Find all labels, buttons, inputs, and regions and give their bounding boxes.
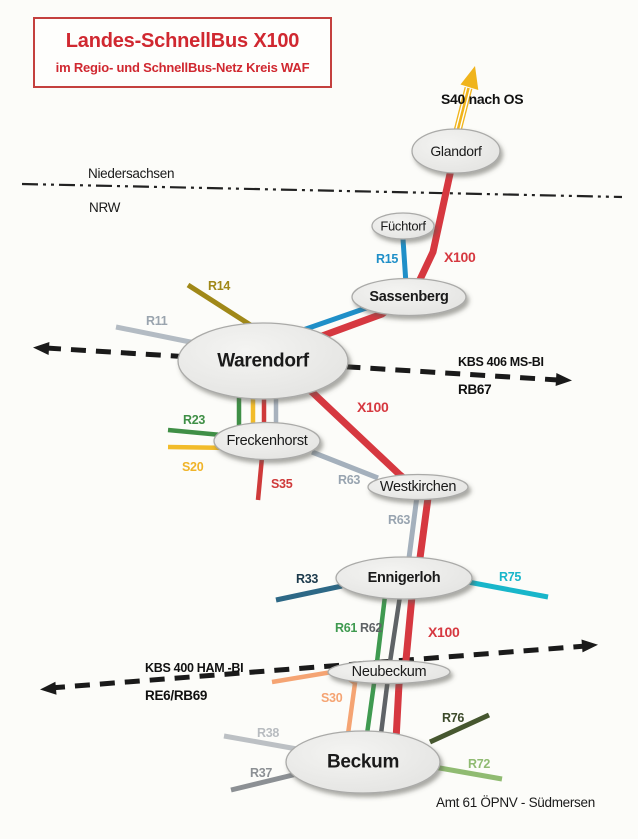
label-s40: S40 nach OS <box>441 91 523 107</box>
label-r14: R14 <box>208 279 230 293</box>
route-border-nds-nrw <box>21 182 623 199</box>
station-label-fuechtorf: Füchtorf <box>380 219 426 234</box>
station-ennigerloh <box>335 556 473 600</box>
route-r33 <box>275 583 343 603</box>
station-beckum <box>285 730 441 794</box>
route-r76 <box>428 712 491 745</box>
label-s30: S30 <box>321 691 343 705</box>
label-s35: S35 <box>271 477 293 491</box>
title-line1: Landes-SchnellBus X100 <box>65 30 300 52</box>
route-s30 <box>271 668 358 735</box>
kbs406-arrow-right <box>555 373 572 386</box>
s40-arrowhead <box>460 66 479 90</box>
label-x100-top: X100 <box>444 249 476 265</box>
route-r75 <box>467 579 549 600</box>
label-r63-upper: R63 <box>338 473 360 487</box>
label-r76: R76 <box>442 711 464 725</box>
station-label-westkirchen: Westkirchen <box>380 479 456 495</box>
label-footer: Amt 61 ÖPNV - Südmersen <box>436 795 595 810</box>
label-r15: R15 <box>376 252 398 266</box>
label-kbs406: KBS 406 MS-BI <box>458 355 544 369</box>
route-kbs400-re6-rb69 <box>49 643 587 691</box>
station-westkirchen <box>367 473 469 501</box>
kbs400-arrow-right <box>581 639 598 653</box>
label-r75: R75 <box>499 570 521 584</box>
label-r72: R72 <box>468 757 490 771</box>
station-label-warendorf: Warendorf <box>217 351 310 372</box>
route-r37 <box>230 771 298 793</box>
station-neubeckum <box>327 659 451 685</box>
station-label-glandorf: Glandorf <box>430 143 482 159</box>
route-r38 <box>223 733 298 752</box>
label-r33: R33 <box>296 572 318 586</box>
route-s40-shaft <box>453 87 473 132</box>
station-sassenberg <box>351 277 467 317</box>
label-r63-lower: R63 <box>388 513 410 527</box>
label-r37: R37 <box>250 766 272 780</box>
title-line2: im Regio- und SchnellBus-Netz Kreis WAF <box>55 60 310 75</box>
station-glandorf <box>411 128 501 174</box>
route-r14 <box>186 282 254 329</box>
route-r72 <box>433 764 503 782</box>
station-label-neubeckum: Neubeckum <box>352 664 427 680</box>
label-rb67: RB67 <box>458 382 491 397</box>
label-r11: R11 <box>146 314 168 328</box>
kbs406-arrow-left <box>33 342 50 355</box>
route-s35 <box>255 456 265 501</box>
label-s20: S20 <box>182 460 204 474</box>
station-label-beckum: Beckum <box>327 752 399 773</box>
label-x100-mid: X100 <box>357 399 389 415</box>
title-box: Landes-SchnellBus X100 im Regio- und Sch… <box>33 17 332 88</box>
station-label-sassenberg: Sassenberg <box>369 289 448 305</box>
station-fuechtorf <box>371 212 435 240</box>
label-nrw: NRW <box>89 200 121 215</box>
station-warendorf <box>177 322 349 400</box>
station-label-ennigerloh: Ennigerloh <box>368 570 441 586</box>
route-s40-stripe2 <box>454 87 468 131</box>
station-label-freckenhorst: Freckenhorst <box>226 433 307 449</box>
label-x100-bottom: X100 <box>428 624 460 640</box>
station-freckenhorst <box>213 421 321 461</box>
label-kbs400: KBS 400 HAM -BI <box>145 661 243 675</box>
label-niedersachsen: Niedersachsen <box>88 166 174 181</box>
route-s40-stripe1 <box>458 88 472 132</box>
label-re6rb69: RE6/RB69 <box>145 688 207 703</box>
label-r38: R38 <box>257 726 279 740</box>
route-r63 <box>311 449 379 481</box>
kbs400-arrow-left <box>40 681 57 695</box>
label-r62: R62 <box>360 621 382 635</box>
label-r23: R23 <box>183 413 205 427</box>
label-r61: R61 <box>335 621 357 635</box>
